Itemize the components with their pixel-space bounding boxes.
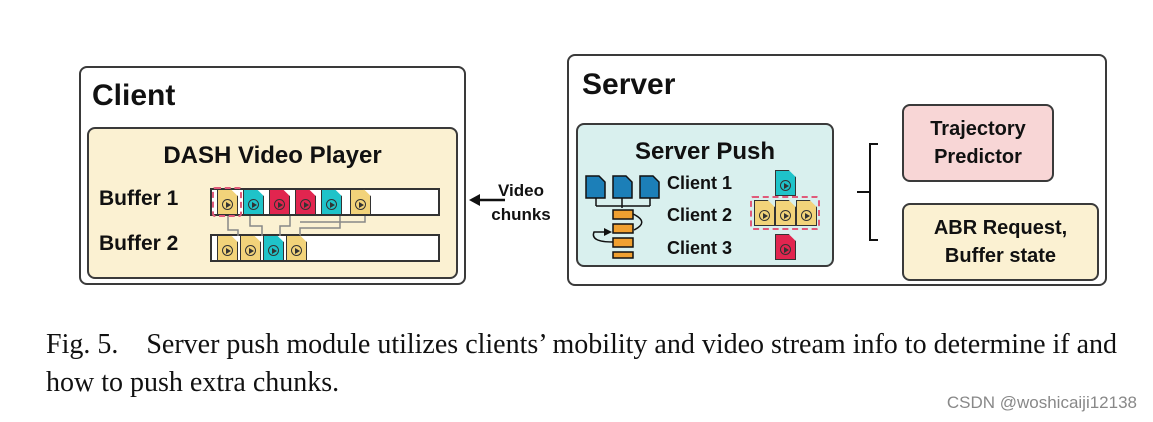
figure-caption: Fig. 5.Server push module utilizes clien… xyxy=(46,326,1141,402)
video-chunk-icon xyxy=(775,170,796,196)
dash-video-player-title: DASH Video Player xyxy=(163,142,382,169)
figure-number: Fig. 5. xyxy=(46,329,119,360)
video-chunk-icon xyxy=(350,189,371,215)
abr-request-box: ABR Request, Buffer state xyxy=(902,203,1099,281)
left-arrow-icon xyxy=(469,194,505,206)
video-chunk-icon xyxy=(754,200,775,226)
video-chunks-label-line1: Video xyxy=(498,181,544,200)
video-chunk-icon xyxy=(240,235,261,261)
document-icon xyxy=(612,175,633,199)
client-2-dashed-highlight xyxy=(750,196,820,230)
watermark: CSDN @woshicaiji12138 xyxy=(946,393,1137,412)
server-push-title: Server Push xyxy=(634,138,776,165)
trajectory-line2: Predictor xyxy=(934,146,1022,168)
abr-line2: Buffer state xyxy=(944,245,1057,267)
video-chunk-icon xyxy=(775,200,796,226)
trajectory-line1: Trajectory xyxy=(930,118,1026,140)
client-3-label: Client 3 xyxy=(667,238,733,258)
video-chunk-icon xyxy=(263,235,284,261)
video-chunk-icon xyxy=(796,200,817,226)
video-chunk-icon xyxy=(217,189,238,215)
client-2-label: Client 2 xyxy=(667,205,733,225)
client-title: Client xyxy=(92,79,176,112)
video-chunk-icon xyxy=(286,235,307,261)
client-1-label: Client 1 xyxy=(667,173,733,193)
video-chunk-icon xyxy=(775,234,796,260)
video-chunk-icon xyxy=(321,189,342,215)
document-icon xyxy=(639,175,660,199)
caption-text: Server push module utilizes clients’ mob… xyxy=(46,329,1118,398)
video-chunk-icon xyxy=(217,235,238,261)
server-title: Server xyxy=(582,68,676,101)
video-chunk-icon xyxy=(295,189,316,215)
abr-line1: ABR Request, xyxy=(933,217,1068,239)
trajectory-predictor-box: Trajectory Predictor xyxy=(902,104,1054,182)
buffer-1-dashed-highlight xyxy=(212,187,242,217)
video-chunk-icon xyxy=(243,189,264,215)
buffer-1-label: Buffer 1 xyxy=(99,187,179,210)
video-chunks-label: Video chunks xyxy=(485,180,557,226)
video-chunks-label-line2: chunks xyxy=(491,205,551,224)
document-icon xyxy=(585,175,606,199)
video-chunk-icon xyxy=(269,189,290,215)
buffer-2-label: Buffer 2 xyxy=(99,232,179,255)
